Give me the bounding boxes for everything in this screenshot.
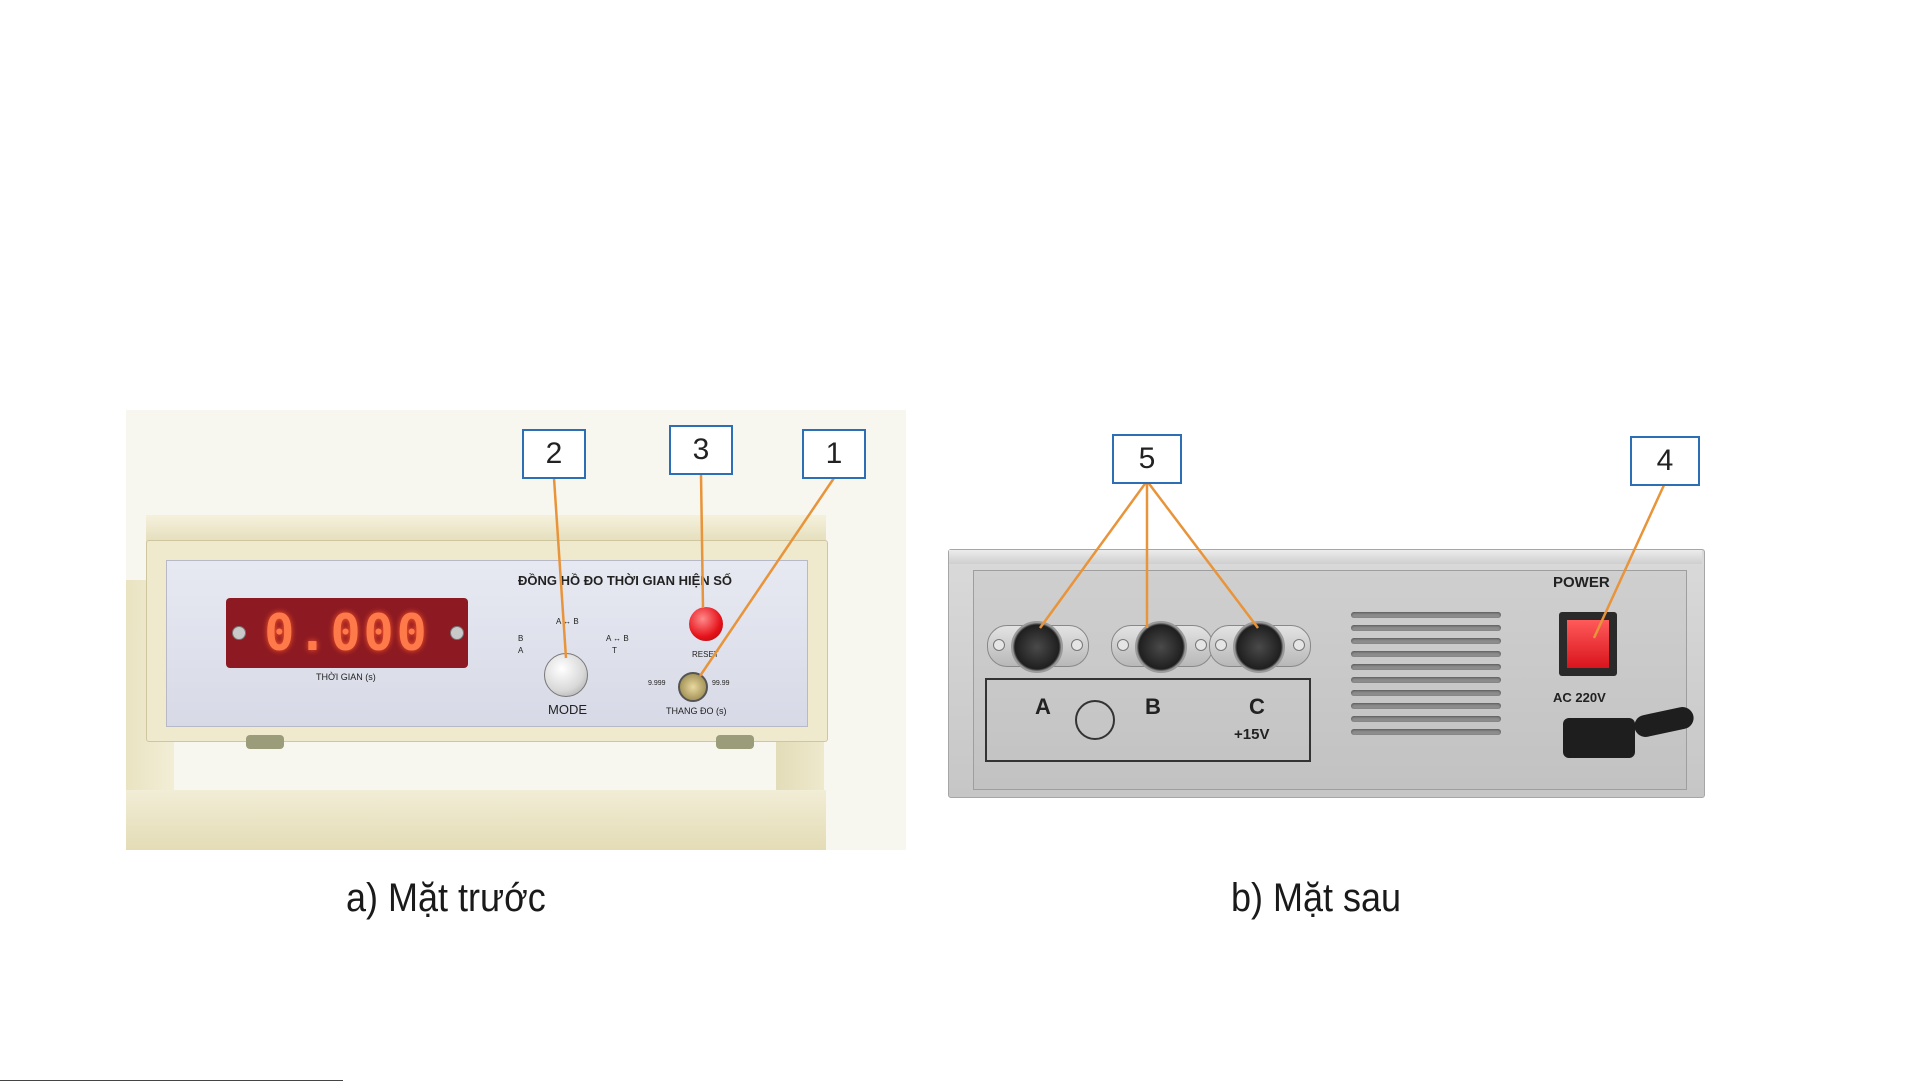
callout-line-1	[700, 478, 834, 676]
callout-line-5c	[1147, 481, 1258, 628]
front-caption: a) Mặt trước	[346, 876, 546, 921]
callout-line-4	[1594, 485, 1664, 638]
back-caption: b) Mặt sau	[1231, 876, 1401, 921]
callout-2: 2	[522, 429, 586, 479]
callout-line-5a	[1040, 481, 1147, 628]
callout-4: 4	[1630, 436, 1700, 486]
callout-line-3	[701, 474, 703, 608]
callout-line-2	[554, 478, 566, 658]
callout-5: 5	[1112, 434, 1182, 484]
callout-3: 3	[669, 425, 733, 475]
callout-1: 1	[802, 429, 866, 479]
